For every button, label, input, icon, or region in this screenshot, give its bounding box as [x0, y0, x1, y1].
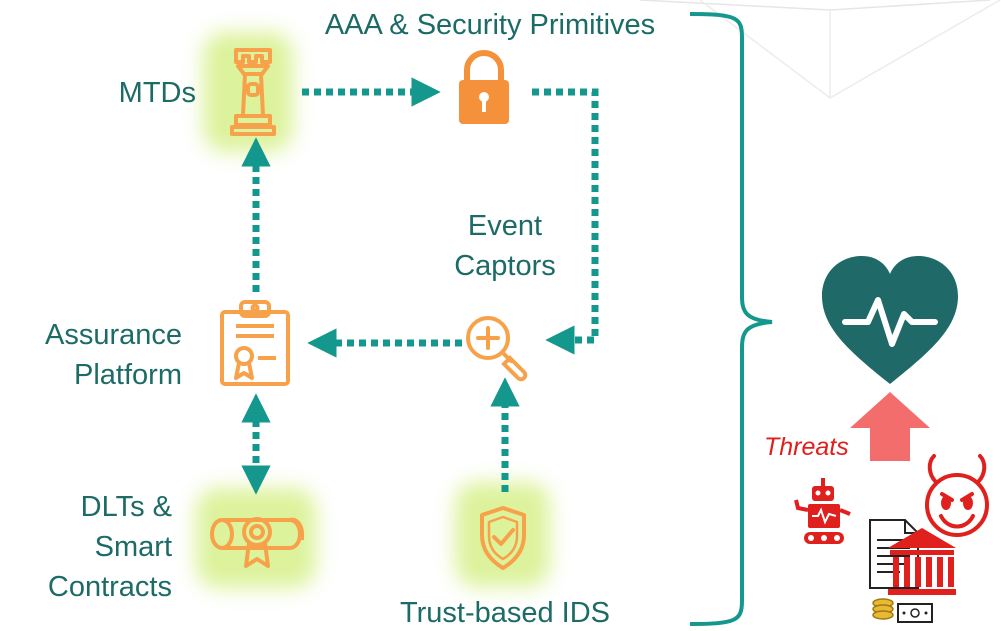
dlt-line1: DLTs & [80, 491, 172, 523]
dlt-line2: Smart [94, 531, 172, 563]
event-captors-line1: Event [467, 210, 543, 242]
event-captors-label: Event Captors [420, 209, 590, 283]
dlt-smart-contracts-label: DLTs & Smart Contracts [0, 490, 172, 604]
curly-brace [689, 12, 773, 626]
devil-face-icon [925, 454, 989, 537]
arrow-lock-to-event-captors [532, 88, 599, 355]
robot-icon [794, 478, 851, 544]
mtds-label: MTDs [118, 77, 196, 109]
bank-icon [888, 528, 956, 595]
event-captors-line2: Captors [454, 250, 556, 282]
dlt-line3: Contracts [47, 571, 172, 603]
lock-icon [459, 50, 509, 124]
magnifier-plus-icon [466, 316, 528, 382]
assurance-platform-line2: Platform [74, 359, 182, 391]
threats-label: Threats [764, 433, 849, 461]
castle-tower-icon [230, 48, 276, 136]
certificate-clipboard-icon [220, 300, 290, 386]
threat-arrow-icon [850, 392, 930, 461]
assurance-platform-line1: Assurance [44, 319, 182, 351]
diploma-scroll-icon [210, 517, 305, 568]
trust-based-ids-label: Trust-based IDS [399, 597, 611, 629]
shield-check-icon [480, 506, 526, 570]
assurance-platform-label: Assurance Platform [0, 318, 182, 392]
aaa-security-primitives-label: AAA & Security Primitives [324, 9, 656, 41]
money-icon [872, 598, 933, 623]
heartbeat-icon [822, 256, 958, 384]
